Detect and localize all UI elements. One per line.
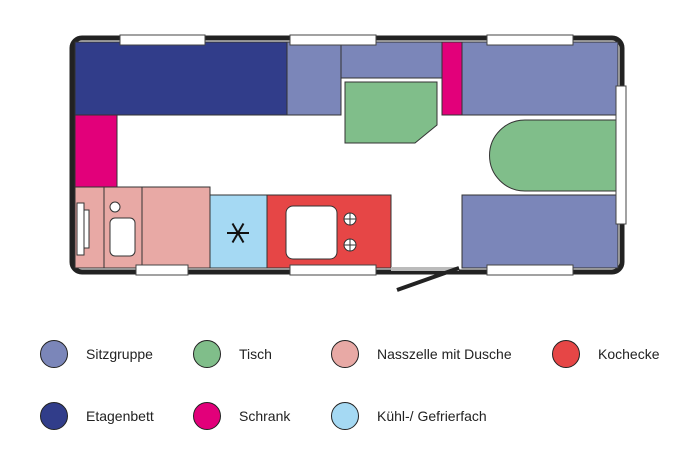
tisch-middle: [344, 81, 438, 144]
sink: [285, 205, 338, 260]
legend-item-etagenbett: Etagenbett: [40, 402, 154, 430]
etagenbett: [74, 41, 288, 116]
burner-icon: [343, 212, 357, 252]
floor-plan: [69, 34, 627, 292]
sitzgruppe-right-top: [461, 41, 619, 116]
legend-item-nasszelle: Nasszelle mit Dusche: [331, 340, 512, 368]
shower: [109, 217, 136, 257]
schrank-left: [74, 114, 118, 188]
windows: [119, 34, 627, 276]
snowflake-icon: [227, 222, 249, 244]
legend-item-tisch: Tisch: [193, 340, 272, 368]
tisch-right: [489, 119, 617, 192]
legend-item-kuehl: Kühl-/ Gefrierfach: [331, 402, 487, 430]
toilet: [76, 202, 85, 256]
legend-item-kochecke: Kochecke: [552, 340, 659, 368]
legend-item-sitzgruppe: Sitzgruppe: [40, 340, 153, 368]
door: [396, 266, 460, 292]
sitzgruppe-left: [286, 41, 342, 116]
legend-item-schrank: Schrank: [193, 402, 290, 430]
washbasin: [109, 201, 121, 213]
sitzgruppe-middle: [340, 41, 443, 79]
sitzgruppe-right-bottom: [461, 194, 619, 269]
schrank-top: [441, 41, 463, 116]
